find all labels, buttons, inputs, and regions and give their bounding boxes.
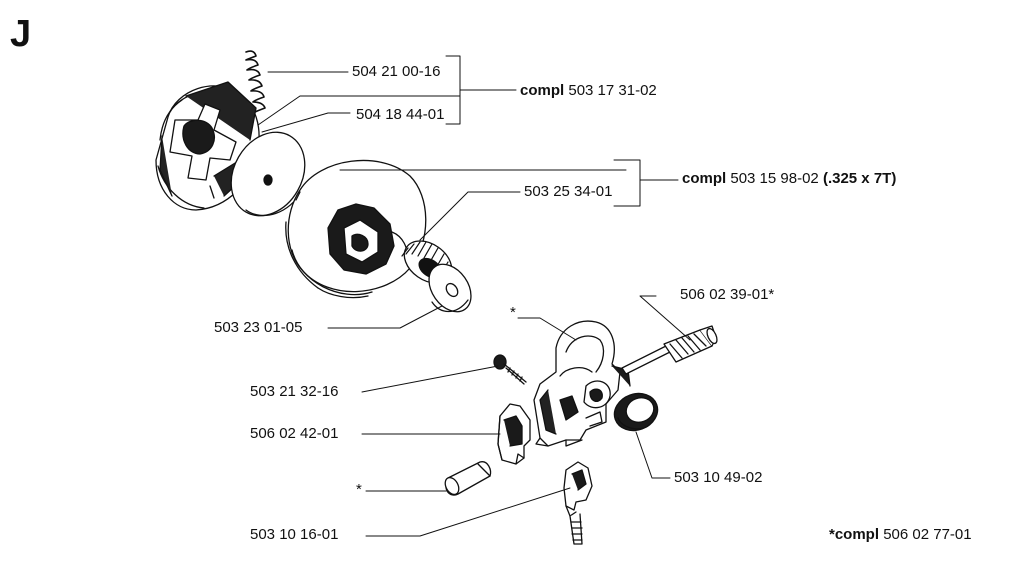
pin — [444, 461, 492, 496]
compl-number: 503 15 98-02 — [730, 170, 819, 187]
compl-prefix: compl — [682, 170, 727, 187]
washer-disc — [230, 131, 306, 217]
part-label-503-23-01-05: 503 23 01-05 — [214, 319, 303, 336]
footnote-prefix: *compl — [829, 526, 880, 543]
thrust-washer — [428, 263, 472, 313]
compl-prefix: compl — [520, 82, 565, 99]
compl-number: 503 17 31-02 — [568, 82, 657, 99]
part-label-503-10-16-01: 503 10 16-01 — [250, 526, 339, 543]
oil-pump-housing — [533, 320, 631, 447]
part-label-503-10-49-02: 503 10 49-02 — [674, 469, 763, 486]
star-marker-top: * — [510, 304, 516, 321]
oil-nipple — [563, 461, 593, 545]
part-label-503-25-34-01: 503 25 34-01 — [524, 183, 613, 200]
section-letter: J — [10, 13, 32, 55]
screw — [493, 354, 527, 385]
leader-lines — [257, 55, 691, 537]
star-marker-pin: * — [356, 481, 362, 498]
pump-plunger — [621, 325, 718, 375]
part-label-506-02-39-01: 506 02 39-01* — [680, 286, 775, 303]
part-label-504-18-44-01: 504 18 44-01 — [356, 106, 445, 123]
part-label-504-21-00-16: 504 21 00-16 — [352, 63, 441, 80]
sealing-plug — [613, 392, 659, 432]
compl-label-503-15-98-02: compl 503 15 98-02 (.325 x 7T) — [682, 170, 896, 188]
compl-label-503-17-31-02: compl 503 17 31-02 — [520, 82, 657, 100]
footnote-compl: *compl 506 02 77-01 — [829, 526, 972, 544]
clutch-drum — [285, 159, 427, 299]
bracket — [497, 403, 531, 465]
part-label-506-02-42-01: 506 02 42-01 — [250, 425, 339, 442]
compl-suffix: (.325 x 7T) — [822, 170, 897, 187]
footnote-number: 506 02 77-01 — [883, 526, 972, 543]
clutch-spring — [245, 50, 266, 113]
part-label-503-21-32-16: 503 21 32-16 — [250, 383, 339, 400]
